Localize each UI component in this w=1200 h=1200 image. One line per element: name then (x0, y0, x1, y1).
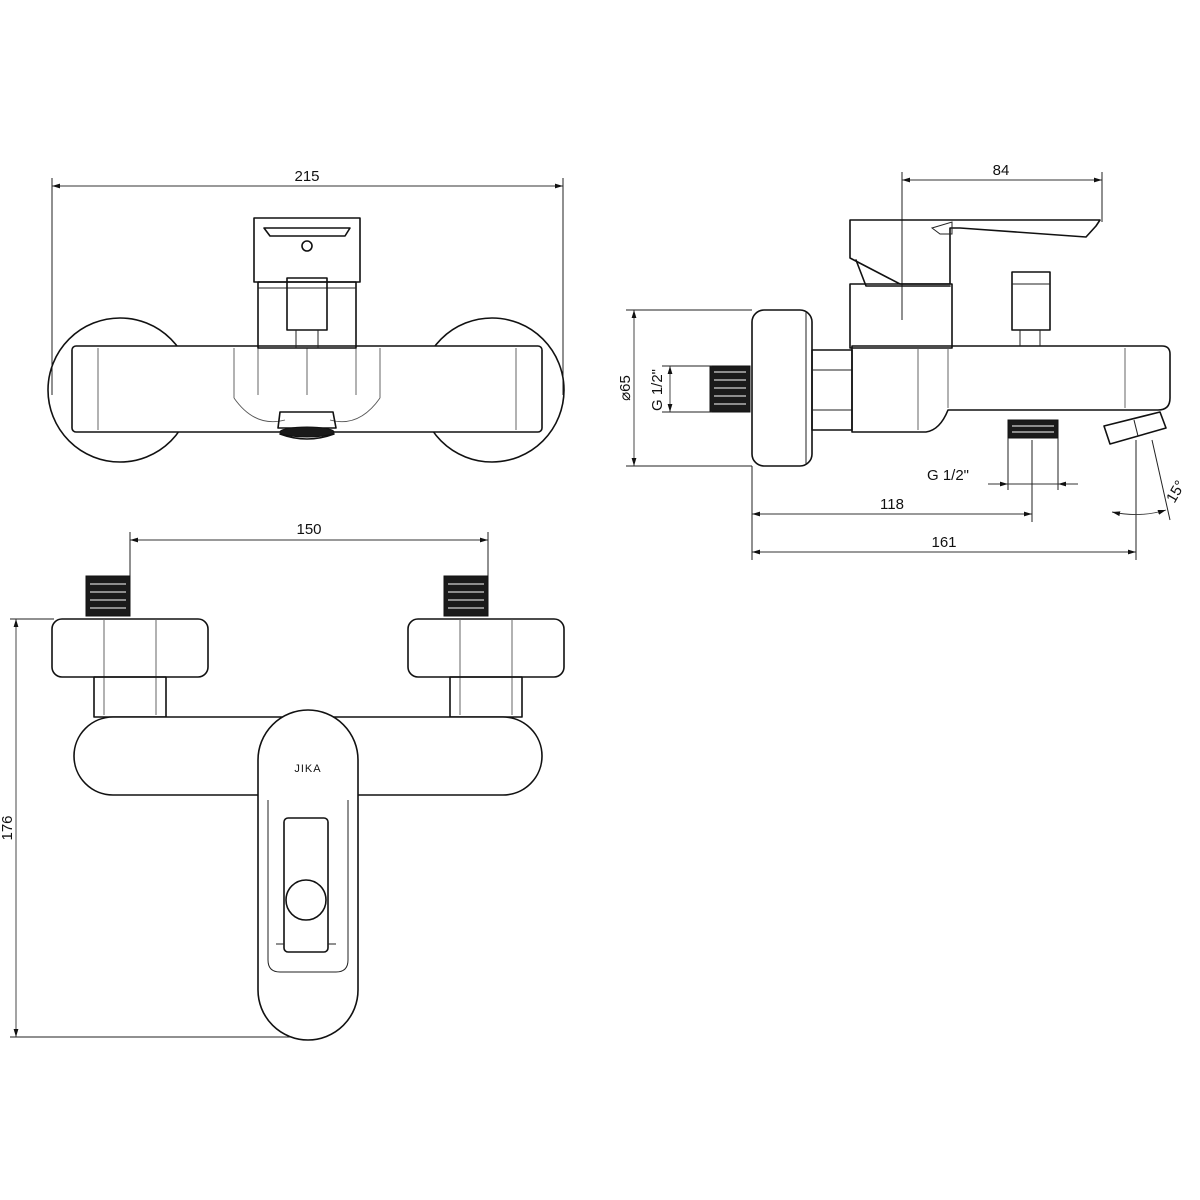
lever-handle-front[interactable] (253, 217, 361, 283)
dim-depth-118: 118 (880, 496, 904, 513)
dim-depth-161: 161 (931, 534, 956, 551)
inlet-thread-side (709, 365, 751, 413)
front-outlet (277, 411, 337, 429)
right-nut-top (449, 676, 523, 718)
brand-logo: JIKA (294, 763, 321, 775)
dim-diameter-65: ⌀65 (617, 375, 634, 401)
shower-outlet-thread (1007, 419, 1059, 439)
top-view: 150 176 JIKA (0, 521, 565, 1041)
diverter-window-top (283, 817, 329, 953)
spout-aerator-side (1103, 411, 1167, 445)
diverter-knob-front[interactable] (286, 277, 328, 331)
cartridge-housing (257, 281, 357, 349)
diverter-knob-top[interactable] (285, 879, 327, 921)
lever-handle-top[interactable] (257, 709, 359, 1041)
right-inlet-thread-top (443, 575, 489, 617)
wall-flange-side (751, 309, 813, 467)
left-inlet-thread-top (85, 575, 131, 617)
dim-outlet-thread: G 1/2" (927, 467, 969, 484)
lever-handle-side[interactable] (849, 219, 1101, 285)
diverter-knob-side[interactable] (1011, 271, 1051, 331)
mixer-body-side (851, 345, 1171, 433)
front-view: 215 (47, 168, 565, 463)
left-nut-top (93, 676, 167, 718)
right-flange-top (407, 618, 565, 678)
dim-centers-150: 150 (296, 521, 321, 538)
cartridge-housing-side (849, 283, 953, 349)
dim-lever-84: 84 (993, 162, 1010, 179)
side-view: 84 (617, 162, 1189, 560)
hex-nut-side (811, 349, 853, 431)
dim-angle-15: 15° (1163, 478, 1189, 506)
dim-width-215: 215 (294, 168, 319, 185)
dim-height-176: 176 (0, 815, 16, 840)
left-flange-top (51, 618, 209, 678)
dim-inlet-thread: G 1/2" (649, 369, 666, 411)
